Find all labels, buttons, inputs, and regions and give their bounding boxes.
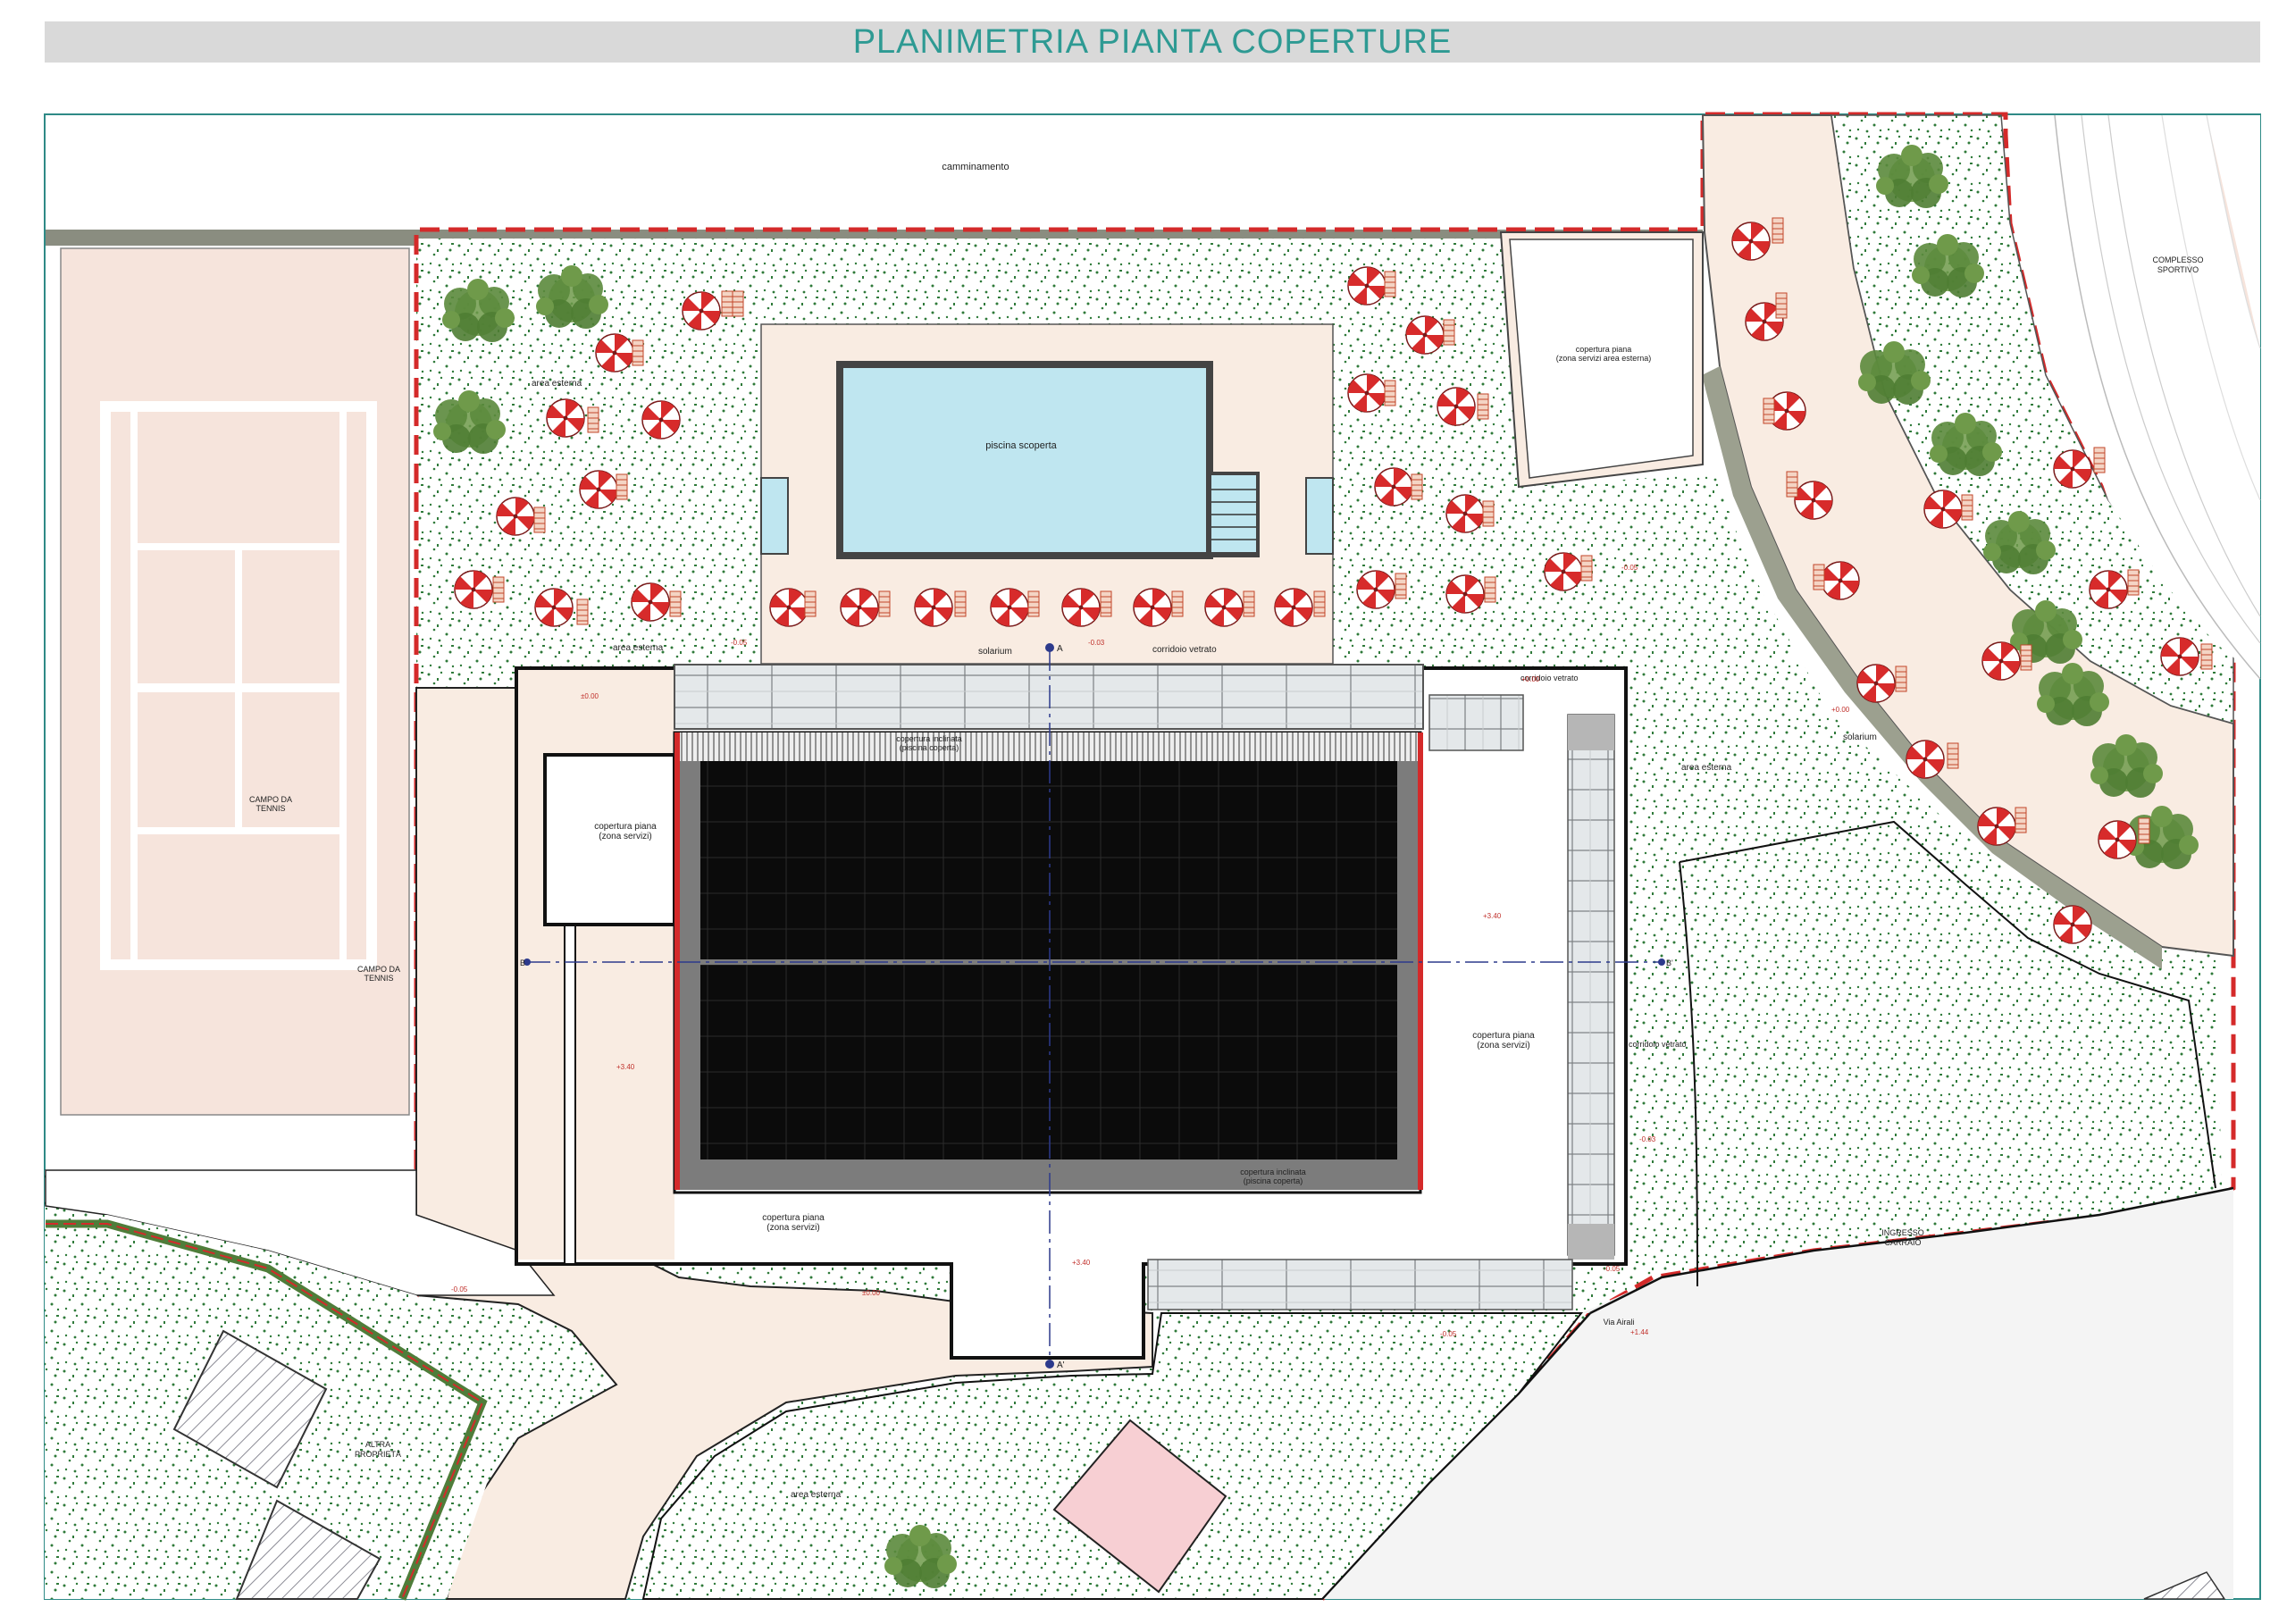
pink-area <box>1052 1419 1227 1594</box>
label-solarium-east: solarium <box>1843 732 1877 742</box>
label-area-esterna-s: area esterna <box>791 1490 842 1500</box>
pool-side-basin-e <box>1305 477 1334 555</box>
label-tennis-1b: TENNIS <box>256 804 285 813</box>
glass-corridor-south <box>1147 1259 1573 1310</box>
label-corridoio-n: corridoio vetrato <box>1152 645 1217 655</box>
svg-text:-0.05: -0.05 <box>1621 564 1638 572</box>
label-corridoio-ne: corridoio vetrato <box>1520 674 1579 682</box>
sloped-roof-south <box>700 965 1397 1159</box>
svg-text:+1.44: +1.44 <box>1630 1328 1649 1336</box>
label-piana-e-1: copertura piana <box>1472 1031 1535 1041</box>
label-complesso-2: SPORTIVO <box>2157 265 2199 274</box>
section-marker-b: B <box>520 958 525 967</box>
pedestrian-path <box>415 687 1153 1600</box>
wall-strip-west <box>46 230 416 246</box>
label-area-esterna-w: area esterna <box>613 643 664 653</box>
svg-text:+3.40: +3.40 <box>616 1063 635 1071</box>
svg-text:+3.40: +3.40 <box>1072 1259 1091 1267</box>
label-complesso-1: COMPLESSO <box>2152 255 2203 264</box>
svg-text:+3.40: +3.40 <box>1483 912 1502 920</box>
svg-text:-0.05: -0.05 <box>1604 1265 1621 1273</box>
svg-text:-0.03: -0.03 <box>1088 639 1105 647</box>
complesso-sportivo-area <box>2046 115 2260 679</box>
hatched-building-2 <box>235 1499 381 1600</box>
label-inclinata-top-2: (piscina coperta) <box>900 743 959 752</box>
label-piscina-scoperta: piscina scoperta <box>985 440 1057 451</box>
label-servizi-est-2: (zona servizi area esterna) <box>1556 354 1652 363</box>
label-altra-2: PROPRIETÀ <box>355 1450 401 1459</box>
label-ingresso-2: CARRAIO <box>1884 1238 1921 1247</box>
svg-text:-0.05: -0.05 <box>1440 1330 1457 1338</box>
glass-corridor-east <box>1567 714 1615 1256</box>
label-tennis-1a: CAMPO DA <box>249 795 292 804</box>
pool-steps <box>1211 475 1256 552</box>
label-ingresso-1: INGRESSO <box>1881 1228 1924 1237</box>
wall-strip-north <box>416 230 1703 239</box>
svg-text:±0.00: ±0.00 <box>581 692 599 700</box>
svg-text:-0.05: -0.05 <box>731 639 748 647</box>
level-markers: -0.05 -0.03 ±0.00 +0.00 +3.40 +3.40 +3.4… <box>451 564 1850 1338</box>
label-piana-w-2: (zona servizi) <box>599 832 651 841</box>
svg-text:+0.00: +0.00 <box>1521 675 1540 683</box>
label-tennis-2a: CAMPO DA <box>357 965 400 974</box>
west-road <box>45 1169 556 1296</box>
roof-gutter-north <box>676 732 1421 761</box>
label-corridoio-e: corridoio vetrato <box>1629 1040 1687 1049</box>
label-tennis-2b: TENNIS <box>364 974 393 983</box>
label-piana-s-1: copertura piana <box>762 1213 825 1223</box>
pool-side-basin-w <box>760 477 789 555</box>
label-via-airali: Via Airali <box>1604 1318 1635 1327</box>
glass-corridor-ne <box>1428 694 1524 751</box>
label-piana-w-1: copertura piana <box>594 822 657 832</box>
outdoor-pool <box>843 368 1206 552</box>
page-title: PLANIMETRIA PIANTA COPERTURE <box>852 23 1453 61</box>
label-inclinata-bottom-2: (piscina coperta) <box>1244 1176 1303 1185</box>
service-box-west <box>543 753 676 926</box>
svg-text:±0.00: ±0.00 <box>862 1289 881 1297</box>
svg-text:+0.00: +0.00 <box>1831 706 1850 714</box>
tennis-court-lines <box>100 401 377 970</box>
label-altra-1: ALTRA <box>365 1440 390 1449</box>
svg-text:-0.05: -0.05 <box>451 1285 468 1293</box>
label-camminamento: camminamento <box>942 162 1009 172</box>
south-road <box>1152 1188 2233 1599</box>
label-area-esterna-e: area esterna <box>1681 763 1732 773</box>
label-servizi-est-1: copertura piana <box>1576 345 1632 354</box>
label-inclinata-top-1: copertura inclinata <box>896 734 962 743</box>
sloped-roof-north <box>700 761 1397 959</box>
title-bar: PLANIMETRIA PIANTA COPERTURE <box>45 21 2260 63</box>
label-piana-s-2: (zona servizi) <box>767 1223 819 1233</box>
hatched-building-1 <box>172 1329 328 1489</box>
label-piana-e-2: (zona servizi) <box>1477 1041 1529 1051</box>
label-area-esterna-nw: area esterna <box>532 379 582 389</box>
section-marker-a-prime: A' <box>1057 1360 1065 1370</box>
label-inclinata-bottom-1: copertura inclinata <box>1240 1168 1306 1176</box>
section-marker-b-prime: B' <box>1666 958 1673 967</box>
glass-corridor-north <box>674 664 1424 730</box>
camminamento-strip <box>46 115 1703 230</box>
label-solarium-pool: solarium <box>978 647 1012 657</box>
section-marker-a: A <box>1057 644 1063 654</box>
svg-text:-0.03: -0.03 <box>1639 1135 1656 1143</box>
